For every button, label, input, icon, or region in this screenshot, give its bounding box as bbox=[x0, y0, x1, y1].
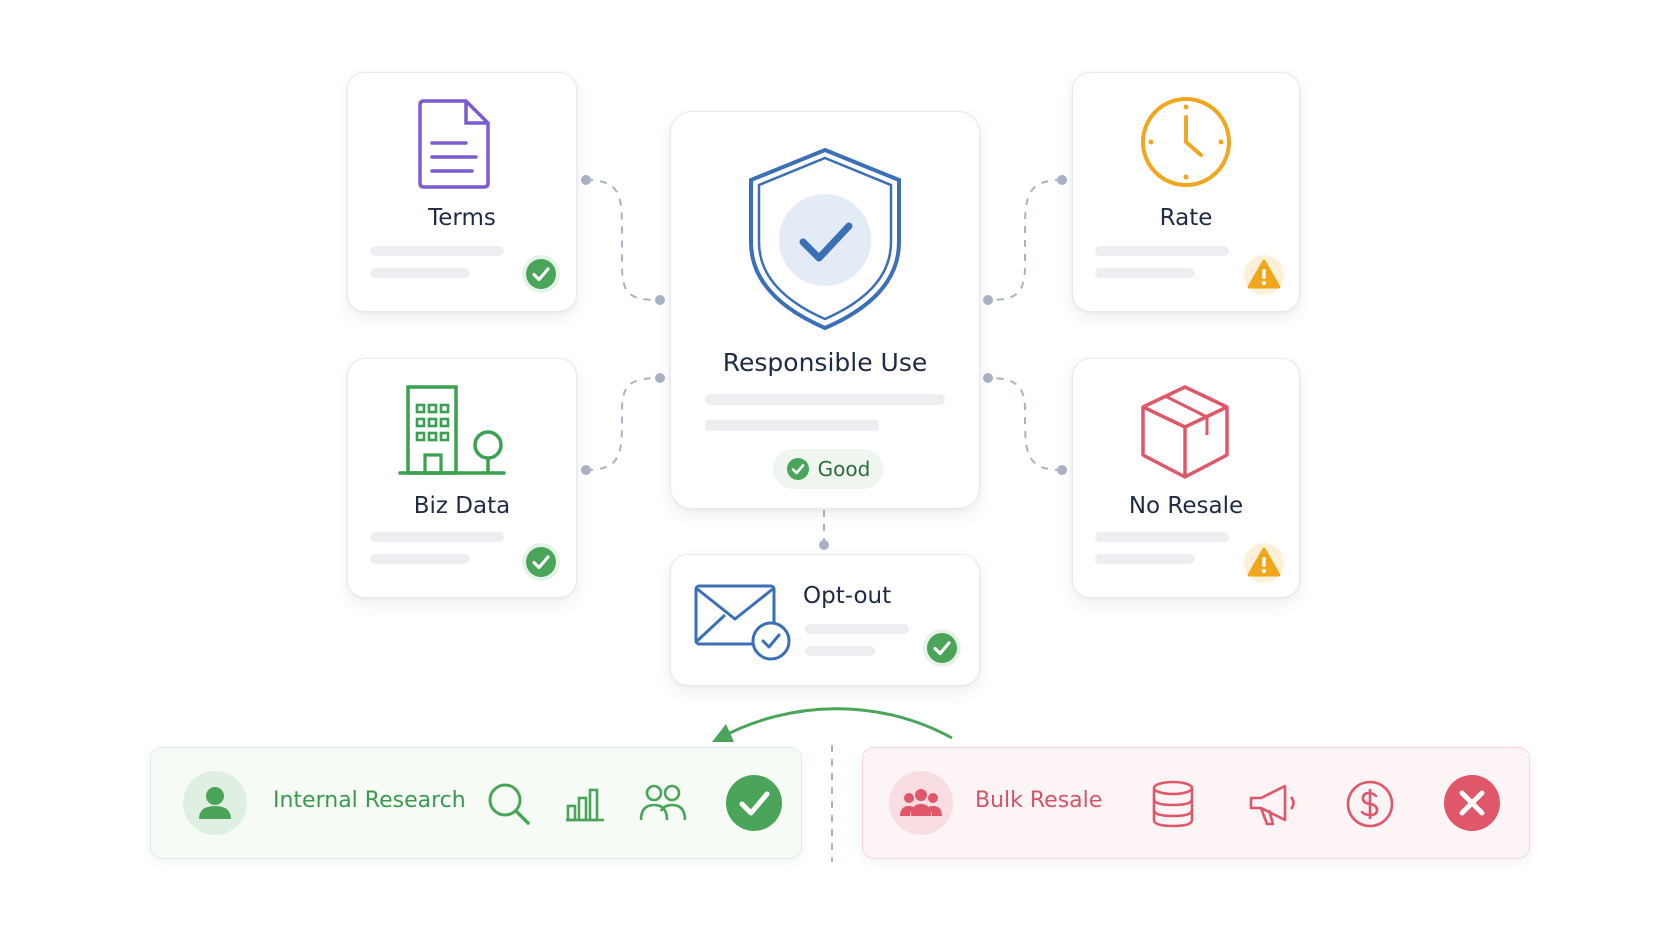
terms-card[interactable]: Terms bbox=[347, 72, 577, 312]
no-resale-label: No Resale bbox=[1128, 493, 1244, 519]
users-icon bbox=[639, 784, 687, 821]
mail-check-icon bbox=[694, 584, 791, 661]
placeholder-line bbox=[370, 246, 504, 256]
rate-label: Rate bbox=[1159, 205, 1213, 231]
allowed-check-icon bbox=[726, 775, 782, 831]
placeholder-line bbox=[1095, 246, 1229, 256]
opt-out-label: Opt-out bbox=[803, 583, 892, 609]
bulk-resale-label: Bulk Resale bbox=[975, 788, 1103, 813]
megaphone-icon bbox=[1249, 784, 1295, 826]
document-icon bbox=[418, 99, 490, 189]
internal-research-bar[interactable]: Internal Research bbox=[150, 747, 802, 859]
warning-badge-icon bbox=[1244, 255, 1284, 295]
responsible-use-title: Responsible Use bbox=[722, 348, 928, 377]
biz-data-card[interactable]: Biz Data bbox=[347, 358, 577, 598]
terms-label: Terms bbox=[428, 205, 496, 231]
status-text: Good bbox=[817, 457, 871, 481]
box-icon bbox=[1141, 385, 1229, 479]
placeholder-line bbox=[1095, 268, 1195, 278]
warning-badge-icon bbox=[1244, 543, 1284, 583]
shield-check-icon bbox=[749, 147, 901, 331]
internal-research-label: Internal Research bbox=[273, 788, 466, 813]
placeholder-line bbox=[370, 268, 470, 278]
opt-out-card[interactable]: Opt-out bbox=[670, 554, 980, 686]
dollar-icon bbox=[1346, 780, 1394, 828]
check-badge-icon bbox=[522, 255, 560, 293]
user-icon bbox=[183, 771, 247, 835]
check-circle-icon bbox=[786, 458, 809, 480]
building-icon bbox=[398, 385, 506, 475]
placeholder-line bbox=[805, 646, 875, 656]
placeholder-line bbox=[1095, 554, 1195, 564]
placeholder-line bbox=[705, 394, 945, 405]
responsible-use-card[interactable]: Responsible Use bbox=[670, 111, 980, 509]
placeholder-line bbox=[1095, 532, 1229, 542]
placeholder-line bbox=[370, 532, 504, 542]
search-icon bbox=[488, 783, 530, 825]
placeholder-line bbox=[370, 554, 470, 564]
database-icon bbox=[1152, 780, 1194, 828]
blocked-x-icon bbox=[1444, 775, 1500, 831]
biz-data-label: Biz Data bbox=[413, 493, 511, 519]
placeholder-line bbox=[705, 420, 879, 431]
check-badge-icon bbox=[923, 629, 961, 667]
no-resale-card[interactable]: No Resale bbox=[1072, 358, 1300, 598]
status-pill: Good bbox=[773, 449, 883, 489]
group-icon bbox=[889, 771, 953, 835]
check-badge-icon bbox=[522, 543, 560, 581]
clock-icon bbox=[1141, 97, 1231, 187]
bulk-resale-bar[interactable]: Bulk Resale bbox=[862, 747, 1530, 859]
bar-chart-icon bbox=[566, 788, 604, 822]
rate-card[interactable]: Rate bbox=[1072, 72, 1300, 312]
placeholder-line bbox=[805, 624, 909, 634]
